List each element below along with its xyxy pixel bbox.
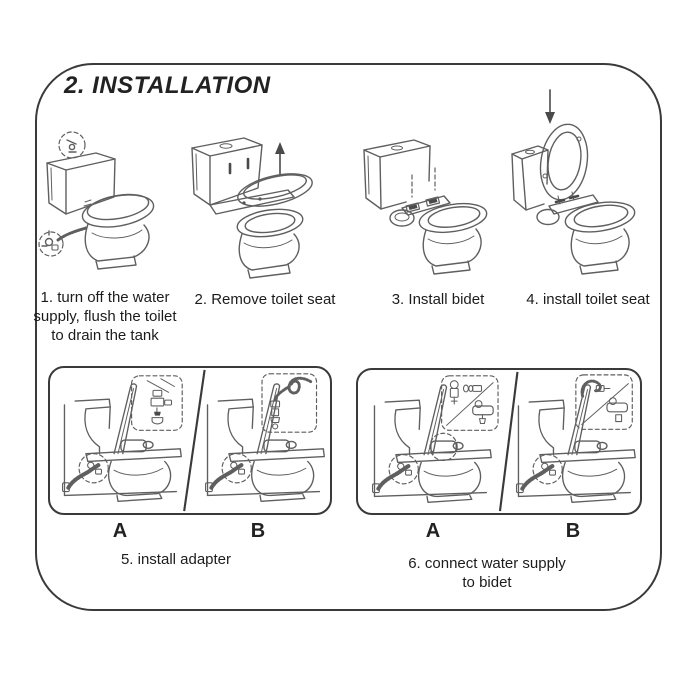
side-toilet-a (373, 385, 492, 502)
seat-bolts (228, 157, 250, 175)
upright-seat-ring (539, 123, 589, 201)
bidet-unit (389, 209, 415, 227)
install-adapter-panel (48, 366, 332, 515)
step-4-caption: 4. install toilet seat (526, 291, 650, 308)
shutoff-valve-highlight-circle (38, 231, 64, 257)
side-toilet-b (206, 384, 325, 501)
panel-6-label-a: A (425, 520, 441, 542)
step-2-caption: 2. Remove toilet seat (194, 291, 336, 308)
supply-hose (56, 226, 88, 242)
panel-5-label-a: A (112, 520, 128, 542)
valve-unit-detail (440, 375, 499, 431)
up-arrow-icon (275, 142, 285, 175)
step-3-caption: 3. Install bidet (391, 291, 485, 308)
panel-6-label-b: B (565, 520, 581, 542)
page-border-frame (35, 63, 662, 611)
figure-remove-seat (191, 137, 313, 279)
panel-divider (498, 371, 519, 512)
install-adapter-drawing (50, 369, 330, 512)
connect-water-panel (356, 368, 642, 515)
panel-6-caption: 6. connect water supply to bidet (408, 555, 566, 591)
panel-divider (183, 369, 206, 512)
down-arrow-icon (545, 89, 555, 124)
lifted-seat (237, 173, 313, 207)
figure-install-bidet (363, 139, 488, 275)
bidet-plate (548, 194, 599, 215)
alignment-guides (411, 167, 436, 198)
page-title: 2. INSTALLATION (64, 72, 271, 99)
panel-5-label-b: B (250, 520, 266, 542)
figure-turn-off-water (38, 131, 155, 270)
figure-install-seat (511, 89, 636, 275)
step-1-caption: 1. turn off the water supply, flush the … (33, 289, 177, 344)
bidet-plate (401, 195, 451, 216)
flush-highlight-circle (58, 131, 86, 159)
bidet-unit (536, 208, 560, 226)
connect-water-drawing (358, 371, 640, 512)
panel-5-caption: 5. install adapter (120, 551, 232, 568)
unit-connection-highlight (429, 432, 458, 462)
adapter-parts-detail (130, 375, 183, 431)
